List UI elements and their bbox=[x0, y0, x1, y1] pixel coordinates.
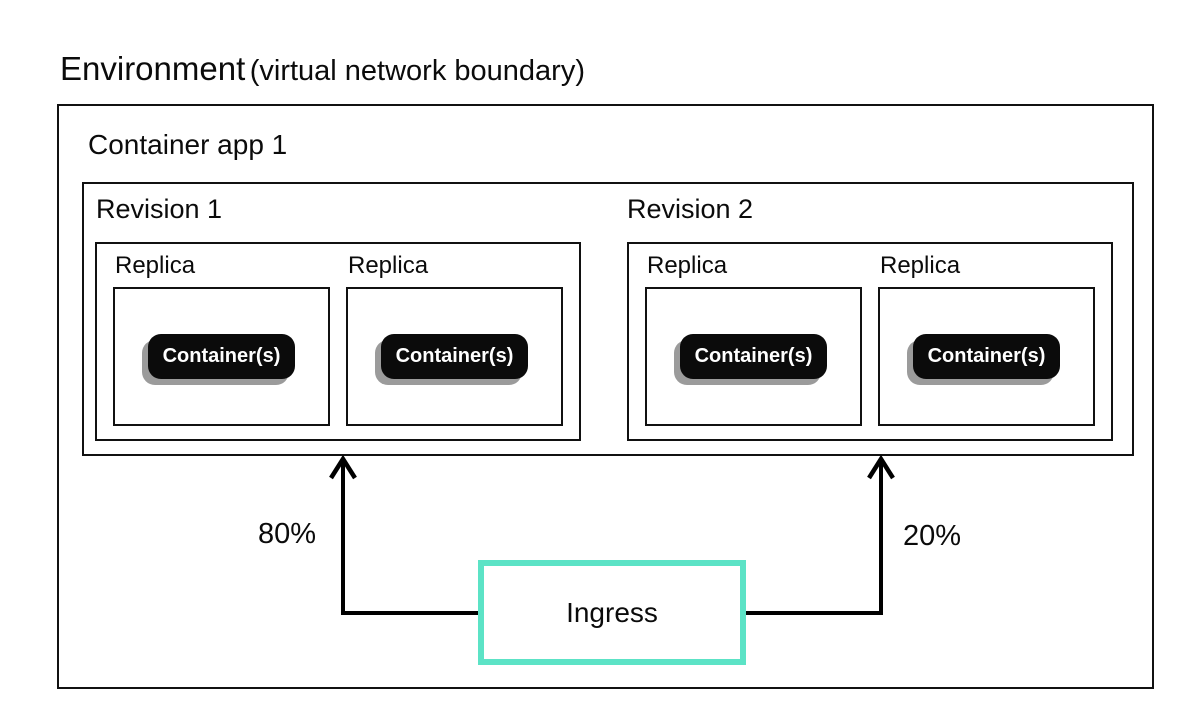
replica-label: Replica bbox=[348, 252, 429, 279]
containers-pill: Container(s) bbox=[679, 334, 828, 379]
revision-2-replica-1: Replica Container(s) bbox=[645, 250, 862, 426]
replica-box: Container(s) bbox=[113, 287, 330, 426]
revision-1-box: Replica Container(s) Replica Container(s… bbox=[95, 242, 581, 441]
revision-1-replica-1: Replica Container(s) bbox=[113, 250, 330, 426]
container-app-box: Revision 1 Replica Container(s) Replica … bbox=[82, 182, 1134, 456]
containers-pill: Container(s) bbox=[912, 334, 1061, 379]
replica-label: Replica bbox=[115, 252, 196, 279]
container-app-label: Container app 1 bbox=[88, 129, 288, 160]
environment-title-main: Environment bbox=[60, 50, 246, 87]
revision-1-replica-2: Replica Container(s) bbox=[346, 250, 563, 426]
replica-label: Replica bbox=[647, 252, 728, 279]
containers-pill: Container(s) bbox=[380, 334, 529, 379]
environment-title-qualifier: (virtual network boundary) bbox=[249, 55, 585, 87]
revision-2-box: Replica Container(s) Replica Container(s… bbox=[627, 242, 1113, 441]
containers-pill: Container(s) bbox=[147, 334, 296, 379]
environment-title: Environment (virtual network boundary) bbox=[60, 50, 585, 88]
ingress-label: Ingress bbox=[566, 596, 658, 628]
ingress-box: Ingress bbox=[478, 560, 746, 665]
revision-2-replica-2: Replica Container(s) bbox=[878, 250, 1095, 426]
traffic-share-revision-1: 80% bbox=[257, 518, 316, 550]
replica-box: Container(s) bbox=[346, 287, 563, 426]
revision-1-label: Revision 1 bbox=[96, 194, 223, 224]
replica-box: Container(s) bbox=[645, 287, 862, 426]
replica-label: Replica bbox=[880, 252, 961, 279]
replica-box: Container(s) bbox=[878, 287, 1095, 426]
traffic-share-revision-2: 20% bbox=[903, 520, 962, 552]
revision-2-label: Revision 2 bbox=[627, 194, 754, 224]
